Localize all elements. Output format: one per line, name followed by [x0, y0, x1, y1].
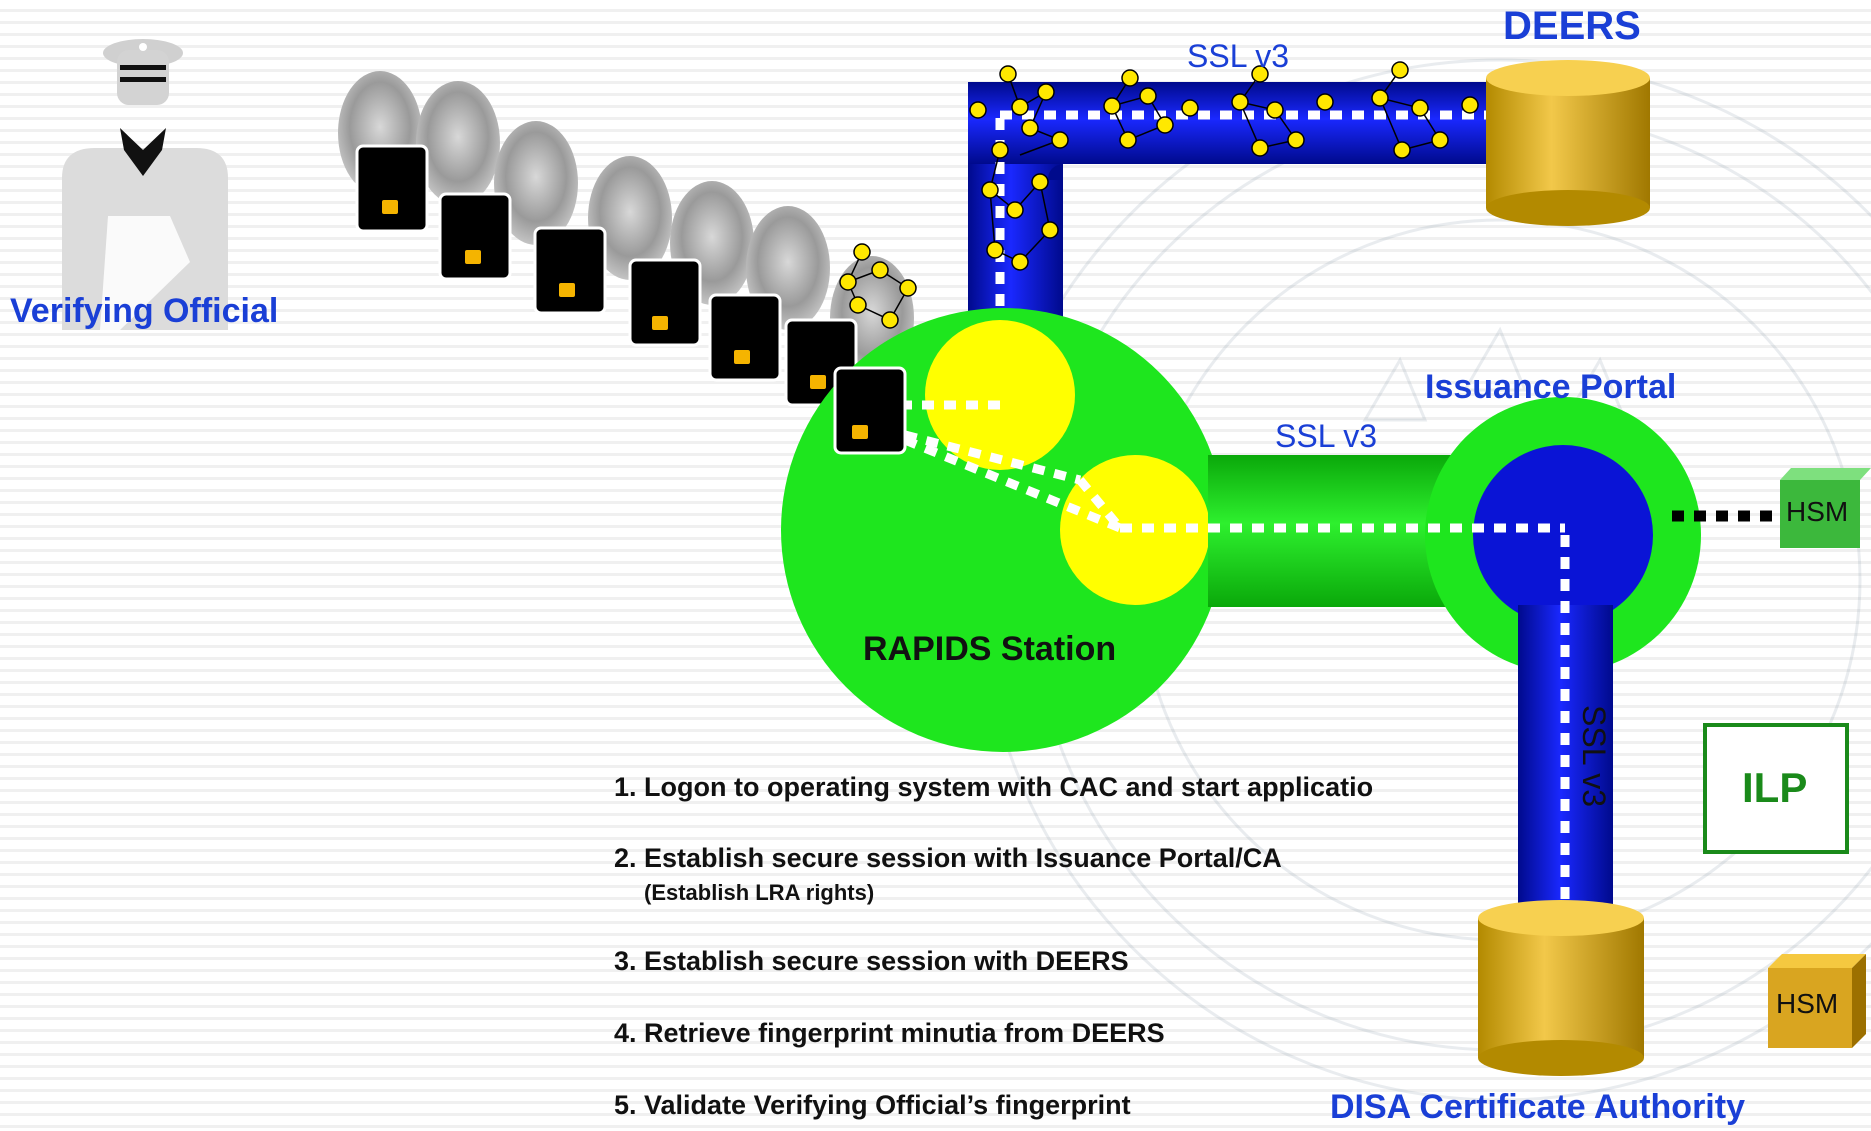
deers-database-icon: [1486, 60, 1650, 226]
step-2-note: (Establish LRA rights): [644, 880, 875, 905]
minutiae-points: [969, 61, 1479, 271]
hsm-bottom-label: HSM: [1776, 988, 1839, 1019]
ssl-vertical-label: SSL v3: [1576, 705, 1612, 807]
ilp-box: [1703, 723, 1849, 854]
hsm-bottom-icon: [1768, 954, 1866, 1048]
ssl-top-label: SSL v3: [1187, 38, 1289, 74]
verifying-official-label: Verifying Official: [10, 292, 279, 330]
step-1: 1. Logon to operating system with CAC an…: [614, 772, 1374, 802]
ilp-label: ILP: [1742, 764, 1808, 811]
ssl-middle-label: SSL v3: [1275, 418, 1377, 454]
step-4: 4. Retrieve fingerprint minutia from DEE…: [614, 1018, 1165, 1048]
rapids-station-label: RAPIDS Station: [863, 630, 1117, 668]
disa-ca-label: DISA Certificate Authority: [1330, 1088, 1745, 1126]
active-card: [833, 366, 907, 455]
session-path: [1120, 523, 1570, 905]
step-5: 5. Validate Verifying Official’s fingerp…: [614, 1090, 1131, 1120]
live-minutiae: [839, 243, 917, 329]
disa-ca-database-icon: [1478, 900, 1644, 1076]
hsm-top-icon: [1780, 468, 1871, 548]
smart-card-trail: [355, 144, 858, 407]
pipe-rapids-portal: [1208, 455, 1468, 607]
verifying-official-icon: [62, 39, 228, 330]
deers-label: DEERS: [1503, 4, 1641, 48]
step-2: 2. Establish secure session with Issuanc…: [614, 843, 1282, 873]
hsm-top-label: HSM: [1786, 496, 1849, 527]
issuance-portal-label: Issuance Portal: [1425, 368, 1677, 406]
step-3: 3. Establish secure session with DEERS: [614, 946, 1129, 976]
